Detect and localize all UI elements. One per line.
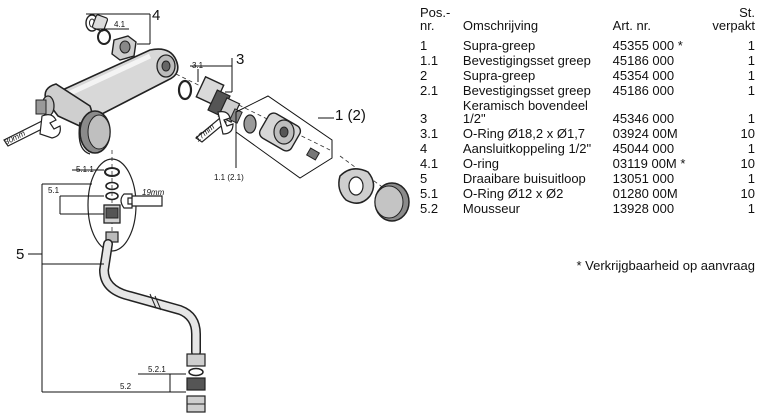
header-pos: Pos.-nr. [420,5,451,33]
cell-description: Aansluitkoppeling 1/2" [462,141,592,156]
table-row: 2 Supra-greep 45354 000 1 [420,67,755,82]
label-4-1: 4.1 [114,20,126,29]
cell-art-nr: 45354 000 [612,68,675,83]
parts-table: Pos.-nr. Omschrijving Art. nr. St. verpa… [420,6,755,215]
cell-qty: 1 [747,201,755,216]
cell-art-nr: 13928 000 [612,201,675,216]
cell-qty: 1 [747,171,755,186]
cell-pos: 5.2 [420,201,439,216]
table-row: 1 Supra-greep 45355 000 * 1 [420,37,755,52]
tap-body-drawing [35,48,179,155]
cell-description: Supra-greep [462,38,536,53]
cell-qty: 1 [747,68,755,83]
availability-footnote: * Verkrijgbaarheid op aanvraag [576,258,755,273]
cell-description: Mousseur [462,201,520,216]
label-5-leader [28,169,186,393]
cell-pos: 4 [420,141,428,156]
label-5-1: 5.1 [48,186,60,195]
o-ring-3-1-drawing [177,79,193,101]
header-description: Omschrijving [462,18,539,33]
table-row: 4.1 O-ring 03119 00M * 10 [420,155,755,170]
label-wrench-30mm: 30mm [3,129,27,147]
wrench-17mm-tool [194,111,234,143]
wrench-19mm-tool [120,193,163,209]
cell-pos: 5.1 [420,186,439,201]
cell-description: O-ring [462,156,500,171]
cell-qty: 10 [740,156,755,171]
cell-pos: 2 [420,68,428,83]
spout-connector-drawing [103,167,121,243]
table-row: 1.1 Bevestigingsset greep 45186 000 1 [420,52,755,67]
label-wrench-19mm: 19mm [142,188,165,197]
cell-qty: 1 [747,111,755,126]
cell-qty: 1 [747,141,755,156]
cell-art-nr: 03924 00M [612,126,678,141]
cell-description: Supra-greep [462,68,536,83]
label-3: 3 [236,51,244,68]
cell-pos: 1.1 [420,53,439,68]
cell-description: O-Ring Ø18,2 x Ø1,7 [462,126,586,141]
table-header-row: Pos.-nr. Omschrijving Art. nr. St. verpa… [420,6,755,37]
exploded-parts-diagram: 4 4.1 30mm 3 3. [3,7,410,413]
cell-description: Draaibare buisuitloop [462,171,586,186]
cell-description: Bevestigingsset greep [462,53,591,68]
table-row: 5.2 Mousseur 13928 000 1 [420,200,755,215]
label-5: 5 [16,246,24,263]
table-row: 2.1 Bevestigingsset greep 45186 000 1 [420,82,755,97]
cell-pos: 3.1 [420,126,439,141]
cell-art-nr: 45355 000 * [612,38,683,53]
cell-art-nr: 13051 000 [612,171,675,186]
spout-pipe-drawing [98,239,201,357]
cell-pos: 1 [420,38,428,53]
cell-description: O-Ring Ø12 x Ø2 [462,186,564,201]
coupling-4-drawing [85,14,137,61]
cell-art-nr: 01280 00M [612,186,678,201]
cell-art-nr: 45186 000 [612,53,675,68]
label-1-1-2-1: 1.1 (2.1) [214,173,244,182]
label-4-leader [86,13,151,45]
cell-qty: 1 [747,83,755,98]
cell-qty: 1 [747,38,755,53]
label-3-leader [190,58,233,93]
table-row: 4 Aansluitkoppeling 1/2" 45044 000 1 [420,140,755,155]
cell-qty: 10 [740,186,755,201]
table-row: 3.1 O-Ring Ø18,2 x Ø1,7 03924 00M 10 [420,125,755,140]
handle-cap-drawing [374,182,410,222]
cell-art-nr: 45044 000 [612,141,675,156]
label-4: 4 [152,7,160,24]
handle-knob-drawing [338,168,375,204]
cell-pos: 3 [420,111,428,126]
cell-description: Keramisch bovendeel 1/2" [462,98,588,126]
table-row: 3 Keramisch bovendeel 1/2" 45346 000 1 [420,97,755,125]
header-qty: St. verpakt [712,5,755,33]
label-3-1: 3.1 [192,61,204,70]
cell-pos: 5 [420,171,428,186]
cell-pos: 2.1 [420,83,439,98]
table-row: 5.1 O-Ring Ø12 x Ø2 01280 00M 10 [420,185,755,200]
assembly-axis-lines [111,73,401,240]
cell-qty: 10 [740,126,755,141]
cell-pos: 4.1 [420,156,439,171]
label-5-1-1: 5.1.1 [76,165,94,174]
label-5-2-1: 5.2.1 [148,365,166,374]
header-art-nr: Art. nr. [612,18,651,33]
table-row: 5 Draaibare buisuitloop 13051 000 1 [420,170,755,185]
label-1-2: 1 (2) [335,107,366,124]
aerator-drawing [186,353,206,413]
handle-adapter-drawing [243,112,321,161]
cell-description: Bevestigingsset greep [462,83,591,98]
cell-art-nr: 45186 000 [612,83,675,98]
cell-art-nr: 03119 00M * [612,156,686,171]
cell-art-nr: 45346 000 [612,111,675,126]
label-5-2: 5.2 [120,382,132,391]
cell-qty: 1 [747,53,755,68]
wrench-30mm-tool [3,114,61,147]
